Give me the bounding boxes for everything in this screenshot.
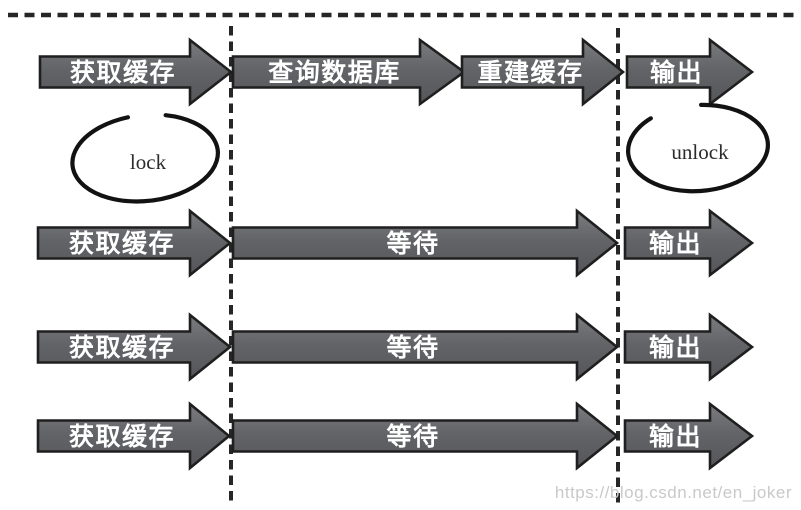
flow-arrow (36, 401, 232, 471)
arrow-label: 等待 (386, 333, 439, 362)
flow-arrow (623, 312, 755, 382)
unlock-annotation (626, 102, 770, 194)
flow-arrow (231, 208, 620, 278)
flow-arrow (231, 37, 467, 107)
arrow-label: 获取缓存 (70, 58, 176, 87)
arrow-label: 等待 (386, 229, 439, 258)
flow-arrow (38, 37, 234, 107)
flow-arrow (36, 208, 233, 278)
watermark-url: https://blog.csdn.net/en_joker (554, 483, 792, 502)
request-lanes: 获取缓存查询数据库重建缓存输出获取缓存等待输出获取缓存等待输出获取缓存等待输出 (36, 37, 755, 471)
lane-request-4: 获取缓存 等待 输出 (36, 401, 755, 471)
flow-arrow (231, 312, 620, 382)
lock-label: lock (130, 150, 167, 174)
arrow-label: 输出 (649, 422, 702, 451)
flow-arrow (623, 208, 755, 278)
flow-arrow (623, 401, 755, 471)
lock-annotations: lock unlock (70, 102, 770, 204)
flow-arrow (36, 312, 233, 382)
arrow-label: 获取缓存 (69, 422, 175, 451)
flow-arrow (231, 401, 620, 471)
arrow-label: 等待 (386, 422, 439, 451)
arrow-label: 输出 (649, 229, 702, 258)
flow-arrow (625, 37, 755, 107)
phase-separators (8, 12, 795, 504)
lock-circle-sketch (70, 113, 220, 204)
unlock-label: unlock (671, 140, 729, 164)
lock-annotation (70, 113, 220, 204)
arrow-label: 获取缓存 (69, 229, 175, 258)
arrow-label: 重建缓存 (477, 58, 583, 87)
arrow-label: 获取缓存 (69, 333, 175, 362)
arrow-label: 查询数据库 (268, 58, 401, 87)
lane-request-2: 获取缓存 等待 输出 (36, 208, 755, 278)
lane-request-3: 获取缓存 等待 输出 (36, 312, 755, 382)
arrow-label: 输出 (649, 333, 702, 362)
unlock-circle-sketch (626, 102, 770, 194)
lane-request-1: 获取缓存 查询数据库 重建缓存 输出 (38, 37, 755, 107)
flow-arrow (460, 37, 626, 107)
arrow-label: 输出 (650, 58, 703, 87)
